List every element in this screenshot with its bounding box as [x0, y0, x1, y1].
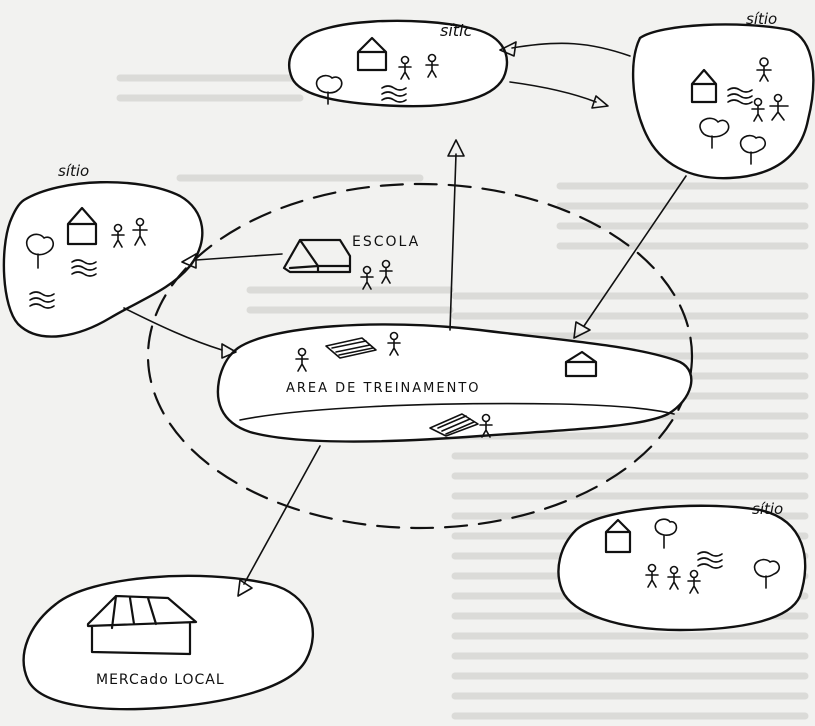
mercado-local: MERCado LOCAL	[22, 574, 315, 711]
water-icon	[29, 291, 55, 309]
person-icon	[360, 265, 374, 290]
arrowhead-icon	[221, 343, 237, 359]
sitio-top-center: sític	[288, 19, 509, 108]
sitio-top-center-blob	[288, 19, 509, 108]
sitio-top-right-label: sítio	[746, 10, 777, 28]
person-icon	[751, 97, 765, 122]
arrow-line	[449, 153, 457, 331]
person-icon	[132, 217, 148, 246]
person-icon	[295, 347, 309, 372]
sitio-left-label: sítio	[58, 162, 89, 180]
person-icon	[769, 93, 789, 121]
community-boundary-dashed	[146, 182, 694, 530]
arrow-line	[195, 253, 283, 261]
field-plot-icon	[429, 413, 479, 437]
house-icon	[564, 350, 598, 378]
sitio-top-right-blob	[631, 23, 815, 180]
escola-label: ESCOLA	[352, 234, 420, 250]
water-icon	[697, 551, 723, 569]
mercado-local-blob	[22, 574, 315, 711]
arrowhead-icon	[499, 41, 517, 57]
market-building-icon	[86, 594, 198, 656]
house-icon	[604, 518, 632, 554]
arrow-line	[243, 445, 321, 585]
arrowhead-icon	[591, 95, 609, 109]
escola: ESCOLA	[282, 234, 420, 290]
tree-icon	[753, 558, 781, 589]
arrowhead-icon	[573, 321, 591, 339]
person-icon	[387, 331, 401, 356]
area-de-treinamento-blob	[216, 323, 693, 443]
person-icon	[645, 563, 659, 588]
person-icon	[425, 53, 439, 78]
area-divider-line	[239, 402, 675, 421]
tree-icon	[654, 518, 678, 549]
sitio-top-right: sítio	[631, 10, 815, 180]
sitio-bottom-right: sítio	[557, 500, 807, 632]
tree-icon	[739, 134, 767, 165]
tree-icon	[315, 74, 343, 105]
water-icon	[727, 87, 753, 105]
school-building-icon	[282, 238, 352, 274]
sitio-bottom-right-blob	[557, 504, 807, 632]
arrow-line	[123, 307, 223, 351]
arrow-line	[509, 81, 597, 103]
tree-icon	[25, 233, 55, 269]
water-icon	[381, 85, 407, 103]
field-plot-icon	[325, 337, 377, 359]
arrow-line	[511, 42, 631, 57]
person-icon	[398, 55, 412, 80]
house-icon	[66, 206, 98, 246]
person-icon	[756, 57, 772, 82]
arrows	[123, 41, 687, 597]
house-icon	[356, 36, 388, 72]
house-icon	[690, 68, 718, 104]
person-icon	[111, 223, 125, 248]
tree-icon	[699, 117, 730, 149]
area-de-treinamento: AREA DE TREINAMENTO	[216, 323, 693, 443]
sitio-top-center-label: sític	[440, 21, 473, 40]
arrow-line	[583, 175, 687, 327]
sitio-left-blob	[2, 180, 204, 338]
arrowhead-icon	[181, 253, 197, 269]
arrowhead-icon	[447, 139, 465, 157]
person-icon	[379, 259, 393, 284]
person-icon	[667, 565, 681, 590]
area-de-treinamento-label: AREA DE TREINAMENTO	[286, 381, 481, 396]
person-icon	[687, 569, 701, 594]
mercado-local-label: MERCado LOCAL	[96, 672, 225, 688]
sitio-left: sítio	[2, 162, 204, 338]
person-icon	[479, 413, 493, 438]
arrowhead-icon	[237, 579, 253, 597]
sitio-bottom-right-label: sítio	[752, 500, 783, 518]
water-icon	[71, 259, 97, 277]
